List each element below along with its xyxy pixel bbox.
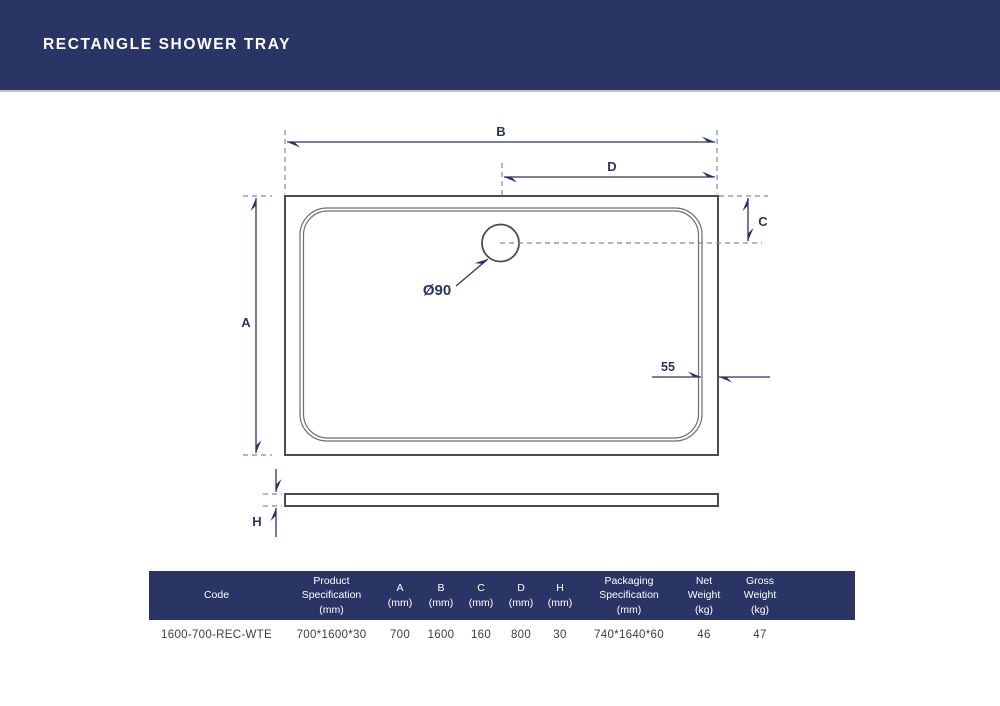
drain-diameter-label: Ø90 bbox=[423, 282, 451, 299]
cell-h: 30 bbox=[553, 629, 567, 641]
d-dimension-label: D bbox=[607, 159, 616, 174]
b-extension-lines bbox=[284, 130, 718, 194]
col-header-c: C (mm) bbox=[468, 582, 494, 609]
col-header-gross-weight: Gross Weight (kg) bbox=[743, 575, 777, 616]
cell-net-weight: 46 bbox=[697, 629, 711, 641]
app-header: RECTANGLE SHOWER TRAY bbox=[0, 0, 1000, 92]
spec-table: Code Product Specification (mm) A (mm) B… bbox=[149, 571, 855, 641]
table-row: 1600-700-REC-WTE 700*1600*30 700 1600 16… bbox=[149, 620, 855, 641]
wall-width-label: 55 bbox=[661, 360, 675, 374]
col-header-packaging-spec: Packaging Specification (mm) bbox=[599, 575, 659, 616]
a-dimension-label: A bbox=[241, 315, 251, 330]
tray-inner-rim-inner bbox=[302, 210, 700, 439]
page-title: RECTANGLE SHOWER TRAY bbox=[43, 36, 292, 53]
cell-packaging-spec: 740*1640*60 bbox=[594, 629, 664, 641]
col-header-b: B (mm) bbox=[428, 582, 454, 609]
col-header-a: A (mm) bbox=[387, 582, 413, 609]
cell-d: 800 bbox=[510, 629, 532, 641]
col-header-net-weight: Net Weight (kg) bbox=[687, 575, 721, 616]
h-extension-ticks bbox=[263, 493, 282, 507]
tray-inner-rim-outer bbox=[299, 207, 703, 442]
col-header-code: Code bbox=[203, 589, 230, 602]
cell-c: 160 bbox=[470, 629, 492, 641]
cell-spacer bbox=[791, 620, 855, 641]
c-dimension-label: C bbox=[758, 214, 768, 229]
h-dimension-label: H bbox=[252, 514, 261, 529]
col-header-spacer bbox=[791, 571, 855, 620]
tray-side-profile bbox=[284, 493, 719, 507]
b-dimension-label: B bbox=[496, 124, 505, 139]
cell-a: 700 bbox=[389, 629, 411, 641]
cell-code: 1600-700-REC-WTE bbox=[161, 629, 272, 641]
spec-table-header: Code Product Specification (mm) A (mm) B… bbox=[149, 571, 855, 620]
cell-b: 1600 bbox=[427, 629, 455, 641]
a-extension-lines bbox=[243, 195, 272, 456]
col-header-d: D (mm) bbox=[508, 582, 534, 609]
col-header-h: H (mm) bbox=[547, 582, 573, 609]
drain-leader-line bbox=[455, 258, 489, 287]
shower-tray-diagram: B D Ø90 C A 55 H bbox=[241, 124, 770, 537]
col-header-product-spec: Product Specification (mm) bbox=[301, 575, 362, 616]
cell-product-spec: 700*1600*30 bbox=[296, 629, 367, 641]
cell-gross-weight: 47 bbox=[753, 629, 767, 641]
